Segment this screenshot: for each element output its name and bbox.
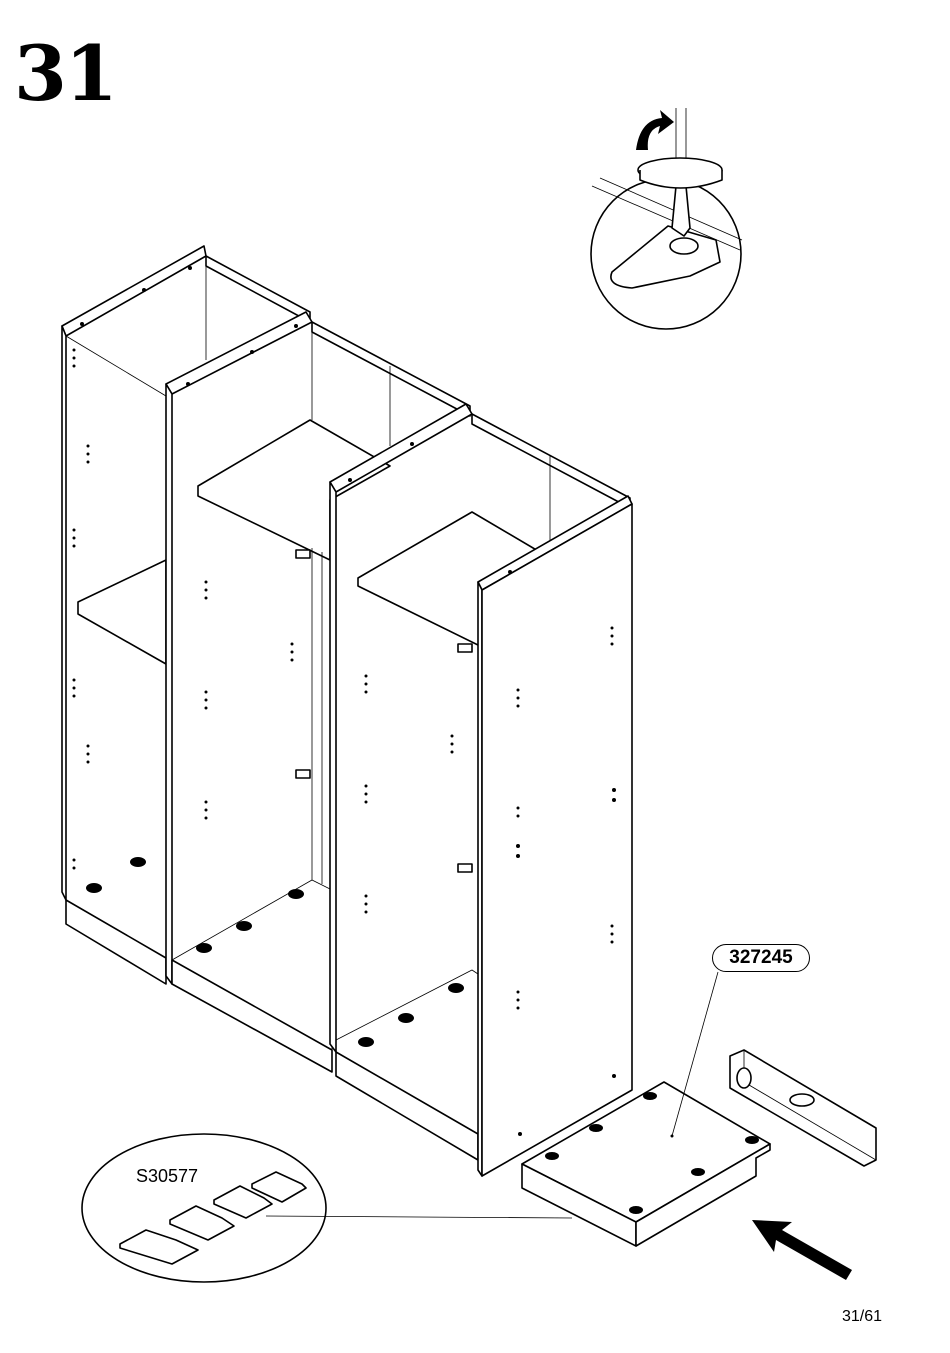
arrow-icon xyxy=(752,1220,852,1280)
hardware-code-label: S30577 xyxy=(136,1166,198,1187)
screwdriver-rotate-icon xyxy=(591,108,742,329)
wardrobe-carcass xyxy=(62,246,632,1176)
page-number: 31/61 xyxy=(842,1308,882,1326)
part-number-label: 327245 xyxy=(712,944,810,972)
